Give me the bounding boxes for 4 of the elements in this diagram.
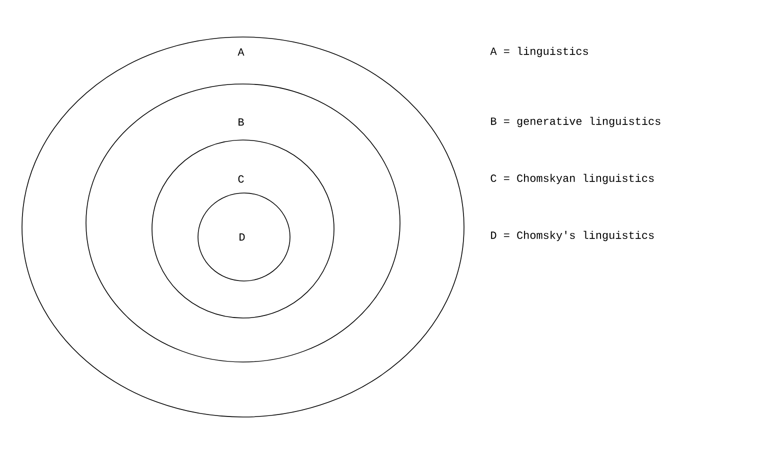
key-entry: D = Chomsky's linguistics [491,230,654,242]
key-entry: B = generative linguistics [491,116,660,128]
key-entry: A = linguistics [490,46,588,58]
key-entry: C = Chomskyan linguistics [490,174,654,184]
